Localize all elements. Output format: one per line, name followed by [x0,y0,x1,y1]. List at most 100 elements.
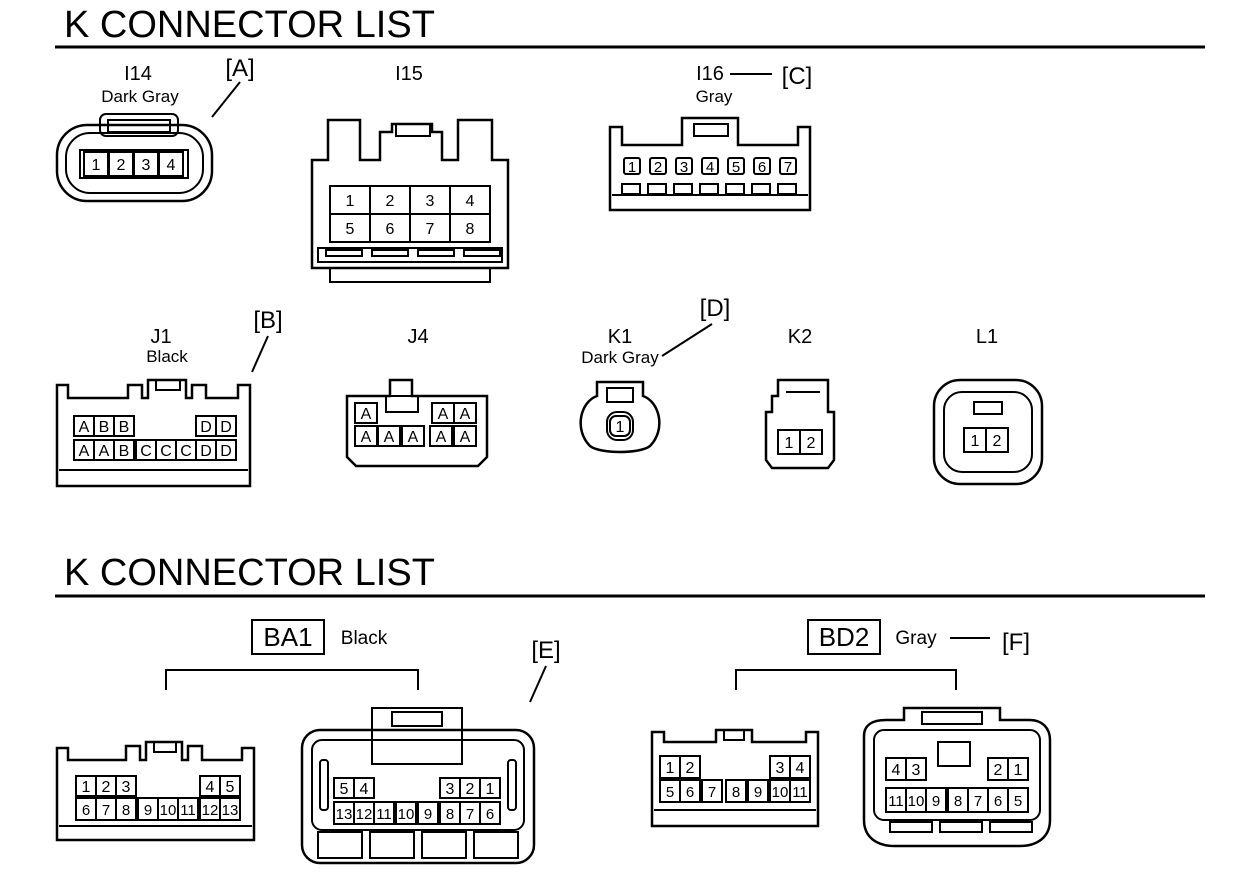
ba1-female-pin-label: 13 [336,806,353,823]
j1-pin-label: A [99,443,110,460]
bd2-male-pin-label: 4 [796,760,805,777]
ba1-male-cell [115,775,137,797]
j1-cell [113,439,135,461]
i16-pin-label: 6 [758,159,766,176]
ba1-female-cell [417,801,439,825]
bd2-male-pin-label: 10 [772,784,789,801]
ba1-callout-line [529,665,547,703]
ba1-male-pin-label: 5 [226,779,235,796]
j4-cell [453,402,477,424]
j1-pin-label: C [140,443,152,460]
bd2-female-pin-label: 2 [994,762,1003,779]
i14-cell [108,151,134,177]
i14-callout-line [211,81,241,118]
i16-housing [608,116,812,212]
j1-pin-label: D [220,419,232,436]
bd2-male-pin-label: 3 [776,760,785,777]
bd2-bracket [735,669,957,690]
i16-pin-label: 3 [680,159,688,176]
j4-pin-label: A [361,406,372,423]
i15-cell [369,213,411,243]
i15-pin-label: 3 [426,193,435,210]
ba1-male-pin-label: 10 [160,802,177,819]
bd2-male-housing [650,728,820,828]
ba1-female-foot [473,831,519,859]
ba1-female-cell [353,777,375,799]
bd2-male-cell [701,779,723,803]
j1-pin-label: A [79,443,90,460]
ba1-male-cell [219,775,241,797]
l1-pin-label: 1 [971,433,980,450]
ba1-male-pin-label: 6 [82,802,90,819]
j1-pin-label: C [160,443,172,460]
bd2-male-pin-label: 6 [686,784,694,801]
ba1-female-pin-label: 5 [340,781,349,798]
ba1-female-cell [479,801,501,825]
bd2-female-cell [905,757,927,781]
ba1-female-foot [421,831,467,859]
bd2-female-pin-label: 1 [1014,762,1023,779]
i15-foot [371,249,409,257]
bd2-female-pin-label: 3 [912,762,921,779]
ba1-callout: [E] [531,637,560,664]
bd2-male-cell [789,755,811,779]
i15-pin-label: 4 [466,193,475,210]
j4-cell [429,425,453,447]
j1-cell [113,415,135,437]
j4-pin-label: A [361,429,372,446]
i16-pin-label: 5 [732,159,740,176]
j1-label: J1 [150,326,171,348]
i16-foot [725,183,745,195]
ba1-female-pin-label: 3 [446,781,455,798]
j4-cell [401,425,425,447]
i14-cell [133,151,159,177]
ba1-female-pin-label: 8 [446,806,454,823]
i16-foot [699,183,719,195]
ba1-bracket [165,669,419,690]
l1-cell [985,427,1009,453]
i15-pin-label: 1 [346,193,355,210]
bd2-male-pin-label: 5 [666,784,674,801]
j4-housing [345,378,489,468]
bd2-male-pin-label: 2 [686,760,695,777]
ba1-male-pin-label: 12 [202,802,219,819]
bd2-label: BD2 [819,622,870,652]
ba1-male-pin-label: 7 [102,802,110,819]
ba1-female-pin-label: 11 [376,806,392,823]
j1-pin-label: D [200,443,212,460]
i14-pin-label: 3 [142,157,151,174]
bd2-female-pin-label: 4 [892,762,901,779]
k1-housing [579,380,661,454]
i15-cell [449,213,491,243]
j1-pin-label: D [220,443,232,460]
j1-pin-label: B [99,419,110,436]
ba1-female-pin-label: 10 [398,806,415,823]
i16-callout: [C] [782,63,813,90]
i15-pin-label: 2 [386,193,395,210]
i14-housing [55,123,214,203]
k1-callout: [D] [700,295,731,322]
i16-cell [701,157,719,175]
ba1-label: BA1 [263,622,312,652]
i16-cell [727,157,745,175]
connector-k1: K1 Dark Gray [D] 1 [579,295,731,454]
i16-cell [779,157,797,175]
k2-pin-label: 1 [785,435,794,452]
i16-cell [675,157,693,175]
i14-label: I14 [124,63,152,85]
i16-pin-label: 4 [706,159,714,176]
j1-color: Black [146,347,188,366]
bd2-female-cell [1007,757,1029,781]
j1-callout: [B] [253,307,282,334]
i15-pin-label: 5 [346,221,355,238]
i14-cell [158,151,184,177]
i16-foot [751,183,771,195]
bd2-female-housing [862,706,1052,848]
ba1-color: Black [341,628,388,649]
ba1-female-pin-label: 4 [360,781,369,798]
bd2-female-pin-label: 10 [908,793,925,810]
j4-pin-label: A [460,429,471,446]
j1-pin-label: C [180,443,192,460]
